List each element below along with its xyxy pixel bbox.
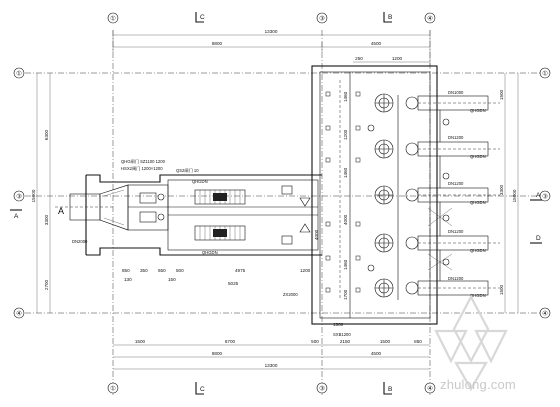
dim-left-total: 15000	[31, 189, 36, 202]
equipment-label-11: SXB1200	[333, 332, 351, 337]
axis-bottom-4: ④	[427, 386, 433, 393]
section-mark-top-b: B	[388, 14, 392, 21]
dim-top-left: 8800	[212, 41, 223, 46]
dim-mid-13: 1200	[343, 129, 348, 140]
pump-unit-3	[374, 185, 500, 205]
dim-bottom-b3: 500	[311, 339, 319, 344]
dim-top-d1: 250	[355, 56, 363, 61]
section-mark-top-c: C	[200, 14, 205, 21]
pump-unit-1	[374, 93, 500, 113]
pump-unit-4	[374, 233, 500, 253]
equipment-label-2: HSX2闸门 1200×1200	[121, 165, 163, 172]
equipment-label-1: QS2闸门 10	[176, 167, 199, 174]
dim-top-total: 13300	[265, 29, 278, 34]
equipment-label-10: ZX2000	[283, 292, 298, 297]
axis-right-4: ④	[542, 311, 548, 318]
pipe-label-3: DN1200	[448, 181, 464, 186]
dim-mid-7: 150	[168, 277, 176, 282]
dimension-chain-left: 15000 6300 3300 2700	[31, 73, 51, 313]
dim-mid-0: 850	[122, 268, 130, 273]
dim-mid-4: 130	[124, 277, 132, 282]
section-mark-bottom-c: C	[200, 386, 205, 393]
dim-right-c: 1500	[499, 284, 504, 295]
dim-right-b: 3300	[499, 184, 504, 195]
axis-right-3: ③	[542, 194, 548, 201]
axis-left-1: ①	[16, 71, 22, 78]
equipment-label-9: QHGDN	[470, 293, 486, 298]
dim-top-right: 4500	[371, 41, 382, 46]
inner-dimensions: 850 350 650 500 130 4975 1200 150 5025 1…	[122, 91, 348, 327]
axis-bottom-1: ①	[110, 386, 116, 393]
equipment-label-0: QHG闸门 SZ1100 1200	[121, 158, 166, 165]
section-mark-bottom-b: B	[388, 386, 392, 393]
dimension-chain-right: 15000 1500 3300 1500	[499, 73, 519, 313]
axis-bubbles-top: ① ③ ④ C B	[107, 12, 436, 24]
pipe-label-inlet: DN2000	[72, 239, 88, 244]
dim-bottom-b5: 1500	[380, 339, 391, 344]
axis-top-1: ①	[110, 16, 116, 23]
dim-mid-6: 1200	[300, 268, 311, 273]
dim-bottom-b2: 6700	[225, 339, 236, 344]
dim-bottom-b6: 850	[414, 339, 422, 344]
dim-mid-17: 1460	[343, 259, 348, 270]
dim-left-top: 6300	[44, 129, 49, 140]
axis-left-4: ④	[16, 311, 22, 318]
pump-unit-2	[374, 139, 500, 159]
watermark: zhulong.com	[396, 291, 546, 401]
equipment-label-8: QHGDN	[470, 248, 486, 253]
axis-bubbles-bottom: ① ③ ④ C B	[107, 382, 436, 395]
section-mark-left-a: A	[14, 213, 19, 220]
dim-top-d2: 1200	[392, 56, 403, 61]
dim-mid-19: 1700	[343, 289, 348, 300]
axis-bubbles-left: ① ③ ④ A	[10, 67, 25, 319]
equipment-label-3: QHGDN	[192, 179, 208, 184]
axis-bottom-3: ③	[319, 386, 325, 393]
dim-mid-2: 650	[158, 268, 166, 273]
dim-right-a: 1500	[499, 89, 504, 100]
equipment-label-4: QHGDN	[202, 250, 218, 255]
dim-mid-1: 350	[140, 268, 148, 273]
watermark-logo-icon	[434, 294, 508, 392]
equipment-label-7: QHGDN	[470, 200, 486, 205]
dim-right-total: 15000	[512, 189, 517, 202]
axis-top-3: ③	[319, 16, 325, 23]
dim-mid-12: 1460	[343, 91, 348, 102]
dimension-chain-bottom: 1500 6700 500 2150 1500 850 8800 4500 13…	[113, 339, 430, 370]
pipe-label-2: DN1200	[448, 135, 464, 140]
dim-mid-14: 1460	[343, 167, 348, 178]
dim-left-bot: 2700	[44, 279, 49, 290]
dim-mid-15: 4000	[343, 214, 348, 225]
equipment-label-6: QHGDN	[470, 154, 486, 159]
pipe-label-1: DN1000	[448, 90, 464, 95]
dim-mid-9: 1500	[333, 322, 344, 327]
section-mark-right-a: A	[536, 192, 541, 199]
dim-bottom-left: 8800	[212, 351, 223, 356]
axis-top-4: ④	[427, 16, 433, 23]
dim-bottom-b1: 1500	[135, 339, 146, 344]
pump-units	[367, 93, 500, 300]
axis-right-1: ①	[542, 71, 548, 78]
dim-bottom-total: 13300	[265, 363, 278, 368]
dim-bottom-right: 4500	[371, 351, 382, 356]
dim-bottom-b4: 2150	[340, 339, 351, 344]
section-mark-right-d: D	[536, 235, 541, 242]
pipe-label-4: DN1200	[448, 229, 464, 234]
pump-unit-5	[374, 278, 500, 298]
equipment-labels: DN2000 QHG闸门 SZ1100 1200 QS2闸门 10 HSX2闸门…	[72, 90, 486, 337]
dim-mid-3: 500	[176, 268, 184, 273]
dimension-chain-top: 13300 8800 4500 250 1200	[112, 29, 431, 66]
inlet-section-mark: A	[58, 206, 64, 216]
watermark-text: zhulong.com	[440, 377, 516, 392]
dim-mid-5: 4975	[235, 268, 246, 273]
inlet-channel: A	[55, 174, 322, 256]
dim-left-mid: 3300	[44, 214, 49, 225]
pipe-label-5: DN1200	[448, 276, 464, 281]
dim-mid-16: 4000	[314, 229, 319, 240]
equipment-label-5: QHGDN	[470, 108, 486, 113]
dim-mid-8: 5025	[228, 281, 239, 286]
axis-left-3: ③	[16, 194, 22, 201]
axis-bubbles-right: ① ③ ④ A D	[530, 67, 551, 319]
